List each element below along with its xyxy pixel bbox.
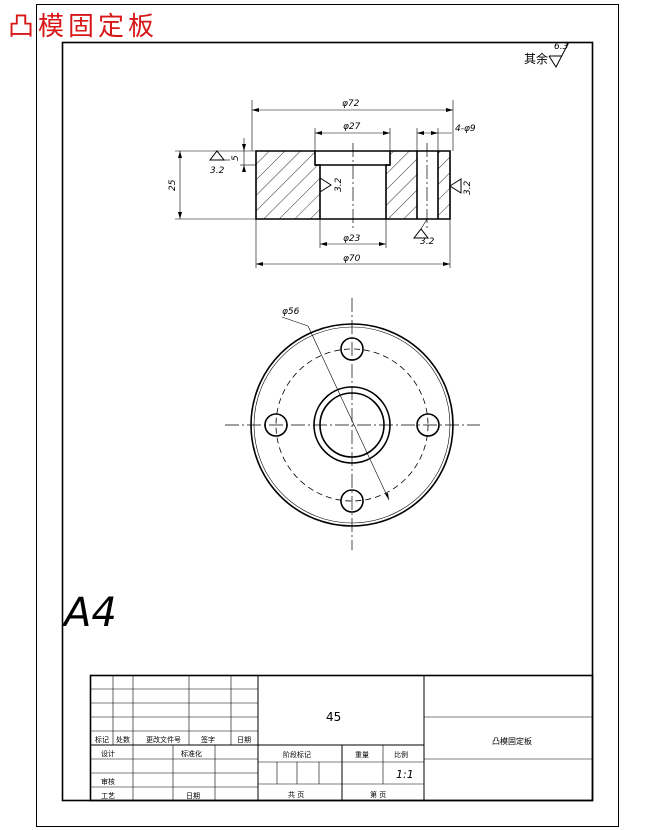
section-hatch [256, 151, 450, 219]
label-sheet-no: 第 页 [370, 790, 386, 799]
plan-view: φ56 [225, 298, 480, 550]
outer-circle [250, 323, 454, 527]
dim-step: 5 [231, 155, 241, 161]
scale-value: 1:1 [396, 768, 414, 781]
dim-base-dia: φ70 [343, 254, 361, 264]
bolt-circle [275, 348, 429, 502]
label-stage: 阶段标记 [283, 750, 311, 759]
boss-circle [313, 386, 391, 464]
roughness-left-value: 3.2 [210, 166, 225, 176]
label-review: 审核 [101, 777, 115, 786]
hole-bottom [340, 489, 364, 513]
bore-circle [319, 392, 385, 458]
label-weight: 重量 [355, 751, 369, 759]
dim-boss-dia: φ27 [343, 122, 361, 132]
roughness-bottom-value: 3.2 [420, 237, 435, 247]
roughness-bore: 3.2 [319, 177, 344, 193]
label-scale: 比例 [394, 750, 408, 759]
label-standardize: 标准化 [181, 749, 202, 758]
dim-bore-dia: φ23 [343, 234, 361, 244]
hole-left [264, 413, 288, 437]
roughness-bottom: 3.2 [412, 218, 435, 247]
drawing-title: 凸模固定板 [8, 12, 159, 42]
sheet-size: A4 [61, 590, 117, 636]
roughness-note: 其余 6.3 [524, 41, 570, 68]
label-date-bottom: 日期 [186, 792, 200, 800]
label-date: 日期 [237, 736, 251, 744]
label-sign: 签字 [201, 735, 215, 744]
roughness-note-value: 6.3 [554, 42, 569, 52]
roughness-right-value: 3.2 [463, 180, 473, 195]
dim-outer-dia: φ72 [342, 99, 360, 109]
label-total-sheets: 共 页 [288, 790, 304, 799]
label-count: 处数 [116, 735, 130, 744]
label-mark: 标记 [95, 735, 109, 744]
outer-frame [36, 4, 619, 827]
roughness-right: 3.2 [449, 178, 473, 195]
roughness-note-label: 其余 [524, 51, 548, 66]
roughness-left: 3.2 [208, 150, 230, 176]
label-design: 设计 [101, 749, 115, 758]
dim-holes: 4-φ9 [455, 124, 476, 134]
dim-bolt-circle: φ56 [282, 307, 300, 317]
material: 45 [326, 710, 341, 724]
title-block: 45 凸模固定板 标记 处数 更改文件号 签字 日期 设计 标准化 审核 工艺 … [89, 674, 594, 802]
hole-right [416, 413, 440, 437]
roughness-bore-value: 3.2 [334, 177, 344, 192]
dim-thickness: 25 [168, 179, 178, 191]
part-name: 凸模固定板 [492, 736, 532, 746]
label-process: 工艺 [101, 792, 115, 800]
label-change-doc: 更改文件号 [146, 735, 181, 744]
section-view: φ72 φ27 4-φ9 5 25 φ23 φ70 3.2 3.2 3.2 3.… [168, 99, 476, 268]
hole-top [340, 337, 364, 361]
dimension-arrows [178, 108, 453, 266]
